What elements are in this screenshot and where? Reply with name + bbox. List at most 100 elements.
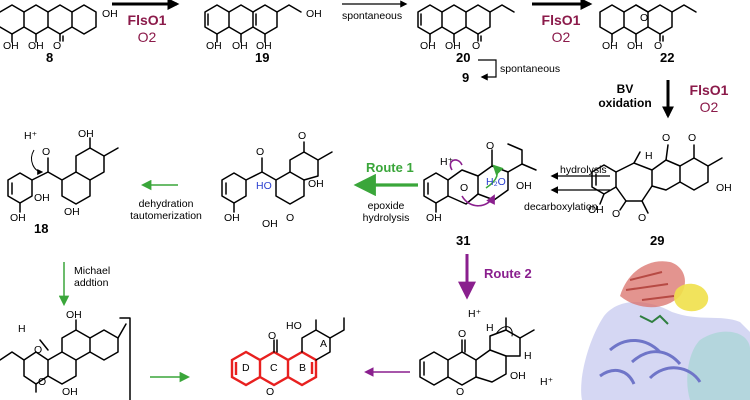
arrow-20-to-9 — [478, 59, 497, 81]
ring-label-a: A — [320, 338, 328, 350]
epoxide-line-2: hydrolysis — [362, 212, 410, 224]
atom-oh-8a: OH — [3, 40, 19, 52]
michael-line-2: addtion — [74, 277, 109, 289]
michael-line-1: Michael — [74, 265, 111, 277]
atom-oh-int-a: OH — [308, 178, 324, 190]
structure-29 — [591, 144, 723, 214]
atom-o-31a: O — [486, 140, 495, 152]
atom-oh-29b: OH — [588, 204, 604, 216]
atom-oh-19a: OH — [206, 40, 222, 52]
atom-o-22b: O — [640, 12, 649, 24]
enzyme-label-a: FlsO1 O2 — [124, 12, 170, 46]
route-2-label: Route 2 — [484, 266, 532, 281]
enzyme-name-c: FlsO1 — [689, 82, 729, 98]
enzyme-name-b: FlsO1 — [541, 12, 581, 28]
enzyme-name-a: FlsO1 — [127, 12, 167, 28]
atom-o-final-b: O — [266, 386, 275, 398]
atom-h-r2a: H — [486, 322, 494, 334]
atom-o-29d: O — [638, 212, 647, 224]
ring-label-b: B — [299, 362, 307, 374]
cofactor-b: O2 — [551, 29, 571, 45]
atom-o-29b: O — [688, 132, 697, 144]
compound-label-29: 29 — [650, 233, 665, 248]
atom-o-int: O — [256, 146, 265, 158]
bv-line-2: oxidation — [598, 96, 652, 110]
curved-arrow-18 — [31, 149, 44, 175]
curved-arrow-31-c — [485, 164, 504, 189]
step-spontaneous-2: spontaneous — [500, 63, 561, 75]
bv-line-1: BV — [616, 82, 634, 96]
structure-michael-product — [0, 317, 131, 400]
compound-label-20: 20 — [456, 50, 471, 65]
atom-o-final: O — [268, 330, 277, 342]
structure-22 — [599, 4, 697, 43]
enzyme-label-c: FlsO1 O2 — [684, 82, 734, 116]
route-1-label: Route 1 — [366, 160, 414, 175]
step-epoxide-hydrolysis: epoxide hydrolysis — [360, 200, 412, 224]
structure-18 — [7, 137, 119, 213]
atom-o-29c: O — [612, 208, 621, 220]
compound-label-9: 9 — [462, 70, 470, 85]
curved-arrow-31-a — [449, 159, 463, 171]
atom-o-bl-b: O — [38, 376, 47, 388]
protein-structure — [581, 261, 750, 400]
atom-oh-8c: OH — [102, 8, 118, 20]
atom-oh-19d: OH — [306, 8, 322, 20]
compound-label-22: 22 — [660, 50, 675, 65]
atom-o-31b: O — [460, 182, 469, 194]
atom-oh-18a: OH — [78, 128, 94, 140]
atom-oh-18b: OH — [34, 192, 50, 204]
atom-hplus-r2b: H⁺ — [540, 376, 554, 388]
atom-oh-22a: OH — [602, 40, 618, 52]
enzyme-label-b: FlsO1 O2 — [538, 12, 584, 46]
step-dehydration: dehydration tautomerization — [126, 198, 206, 222]
atom-oh-r2: OH — [510, 370, 526, 382]
atom-hplus-r2a: H⁺ — [468, 308, 482, 320]
atom-oh-31b: OH — [426, 212, 442, 224]
compound-label-8: 8 — [46, 50, 54, 65]
atom-oh-29a: OH — [716, 182, 732, 194]
step-spontaneous-1: spontaneous — [342, 10, 403, 22]
atom-h2o-31: H₂O — [486, 176, 506, 188]
atom-ho-final: HO — [286, 320, 302, 332]
atom-oh-20b: OH — [445, 40, 461, 52]
atom-oh-19c: OH — [256, 40, 272, 52]
atom-oh-22b: OH — [627, 40, 643, 52]
cofactor-a: O2 — [137, 29, 157, 45]
atom-oh-18c: OH — [64, 206, 80, 218]
atom-hplus-31: H⁺ — [440, 156, 454, 168]
curved-arrow-31-b — [461, 194, 495, 207]
step-michael-addition: Michael addtion — [74, 265, 110, 289]
structure-8 — [0, 4, 97, 43]
atom-ho-int: HO — [256, 180, 272, 192]
structure-31 — [423, 143, 537, 213]
atom-oh-bl-a: OH — [66, 309, 82, 321]
structure-route-2-intermediate — [419, 317, 535, 386]
atom-o-int-c: O — [286, 212, 295, 224]
atom-o-22a: O — [654, 40, 663, 52]
atom-h-29: H — [645, 150, 653, 162]
atom-oh-8b: OH — [28, 40, 44, 52]
compound-label-31: 31 — [456, 233, 471, 248]
atom-oh-20a: OH — [420, 40, 436, 52]
atom-o-bl-a: O — [34, 344, 43, 356]
structure-20 — [417, 4, 515, 43]
structure-final-product — [230, 317, 345, 387]
atom-h-bl: H — [18, 323, 26, 335]
atom-oh-bl-b: OH — [62, 386, 78, 398]
step-bv-oxidation: BV oxidation — [596, 82, 654, 110]
atom-h-r2b: H — [524, 350, 532, 362]
atom-o-r2a: O — [458, 328, 467, 340]
dehydration-line-2: tautomerization — [130, 210, 202, 222]
atom-o-20: O — [472, 40, 481, 52]
ring-label-c: C — [270, 362, 278, 374]
atom-oh-19b: OH — [232, 40, 248, 52]
atom-o-18: O — [42, 146, 51, 158]
structure-epoxide-hydrolysis-product — [221, 141, 333, 213]
step-decarboxylation: decarboxylation — [524, 201, 598, 213]
atom-o-8: O — [53, 40, 62, 52]
atom-o-int-b: O — [298, 130, 307, 142]
atom-oh-int-b: OH — [224, 212, 240, 224]
atom-oh-18d: OH — [10, 212, 26, 224]
step-hydrolysis: hydrolysis — [560, 164, 607, 176]
